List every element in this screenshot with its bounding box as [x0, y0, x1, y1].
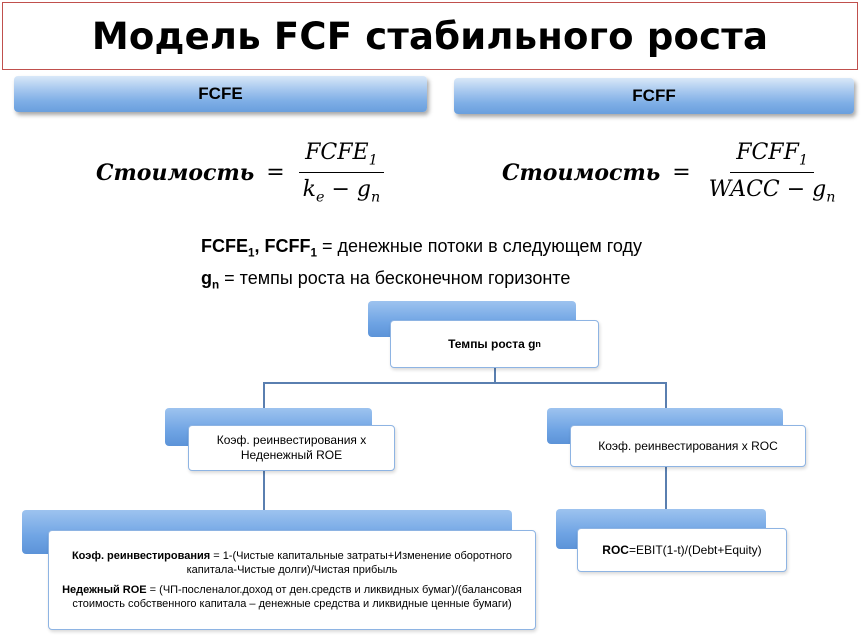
root-node-sub: n	[535, 339, 541, 349]
fcff-header: FCFF	[454, 78, 854, 114]
numerator-sub: 1	[798, 152, 808, 169]
def-fcff: FCFF	[264, 236, 311, 256]
def-line2-text: = темпы роста на бесконечном горизонте	[219, 267, 571, 288]
left-child-label: Коэф. реинвестирования х Неденежный ROE	[216, 433, 367, 462]
numerator-base: FCFF	[736, 140, 799, 165]
left-leaf-node: Коэф. реинвестирования = 1-(Чистые капит…	[48, 530, 536, 630]
reinvestment-rate-term: Коэф. реинвестирования	[71, 550, 211, 562]
page-title-box: Модель FCF стабильного роста	[2, 2, 858, 70]
left-child-node: Коэф. реинвестирования х Неденежный ROE	[188, 425, 395, 471]
noncash-roe-formula: = (ЧП-посленалог.доход от ден.средств и …	[72, 584, 522, 610]
definition-line-1: FCFE1, FCFF1 = денежные потоки в следующ…	[201, 234, 642, 266]
def-fcff-sub: 1	[310, 246, 318, 260]
right-child-node: Коэф. реинвестирования х ROC	[570, 425, 806, 467]
fcff-header-label: FCFF	[632, 86, 676, 105]
left-leaf-connector	[263, 470, 265, 511]
denominator-term: k	[302, 177, 317, 203]
fcfe-formula: Стоимость = FCFE1 ke − gn	[96, 140, 386, 206]
denominator-minus-g: − g	[779, 177, 827, 203]
noncash-roe-definition: Недежный ROE = (ЧП-посленалог.доход от д…	[59, 583, 525, 611]
right-leaf-connector	[665, 465, 667, 510]
def-fcfe-sub: 1	[248, 246, 255, 260]
def-separator: ,	[254, 236, 265, 256]
fcff-fraction: FCFF1 WACC − gn	[703, 140, 842, 206]
fcfe-fraction: FCFE1 ke − gn	[297, 140, 387, 206]
numerator-sub: 1	[368, 152, 378, 169]
equals-sign: =	[266, 160, 285, 186]
denominator-g-sub: n	[826, 189, 836, 206]
denominator-minus-g: − g	[324, 177, 371, 203]
denominator-term: WACC	[708, 177, 780, 203]
fcff-formula-lhs: Стоимость	[502, 159, 661, 186]
def-g: g	[201, 267, 212, 288]
right-leaf-node: ROC=EBIT(1-t)/(Debt+Equity)	[577, 528, 787, 572]
fcfe-formula-lhs: Стоимость	[96, 159, 255, 186]
right-child-label: Коэф. реинвестирования х ROC	[598, 439, 778, 453]
fcfe-header-label: FCFE	[198, 84, 243, 103]
page-title: Модель FCF стабильного роста	[91, 14, 769, 58]
right-branch-connector	[665, 382, 667, 408]
reinvestment-rate-formula: = 1-(Чистые капитальные затраты+Изменени…	[186, 550, 513, 576]
root-node-label: Темпы роста g	[448, 337, 536, 351]
root-connector	[494, 368, 496, 383]
left-branch-connector	[263, 382, 265, 408]
definitions: FCFE1, FCFF1 = денежные потоки в следующ…	[201, 234, 642, 297]
def-line1-text: = денежные потоки в следующем году	[317, 236, 643, 256]
fcfe-header: FCFE	[14, 76, 427, 112]
fcff-numerator: FCFF1	[730, 140, 814, 174]
branch-connector	[263, 382, 666, 384]
reinvestment-rate-definition: Коэф. реинвестирования = 1-(Чистые капит…	[59, 549, 525, 577]
fcfe-numerator: FCFE1	[299, 140, 384, 174]
noncash-roe-term: Недежный ROE	[62, 584, 147, 596]
equals-sign: =	[672, 160, 691, 186]
fcfe-denominator: ke − gn	[297, 173, 387, 205]
fcff-formula: Стоимость = FCFF1 WACC − gn	[502, 140, 841, 206]
roc-term: ROC	[602, 543, 629, 557]
denominator-term-sub: e	[316, 189, 325, 206]
roc-formula: =EBIT(1-t)/(Debt+Equity)	[628, 543, 762, 557]
fcff-denominator: WACC − gn	[703, 173, 842, 205]
definition-line-2: gn = темпы роста на бесконечном горизонт…	[201, 266, 642, 298]
def-fcfe: FCFE	[201, 236, 248, 256]
denominator-g-sub: n	[371, 189, 381, 206]
def-g-sub: n	[212, 278, 220, 292]
numerator-base: FCFE	[305, 140, 369, 165]
